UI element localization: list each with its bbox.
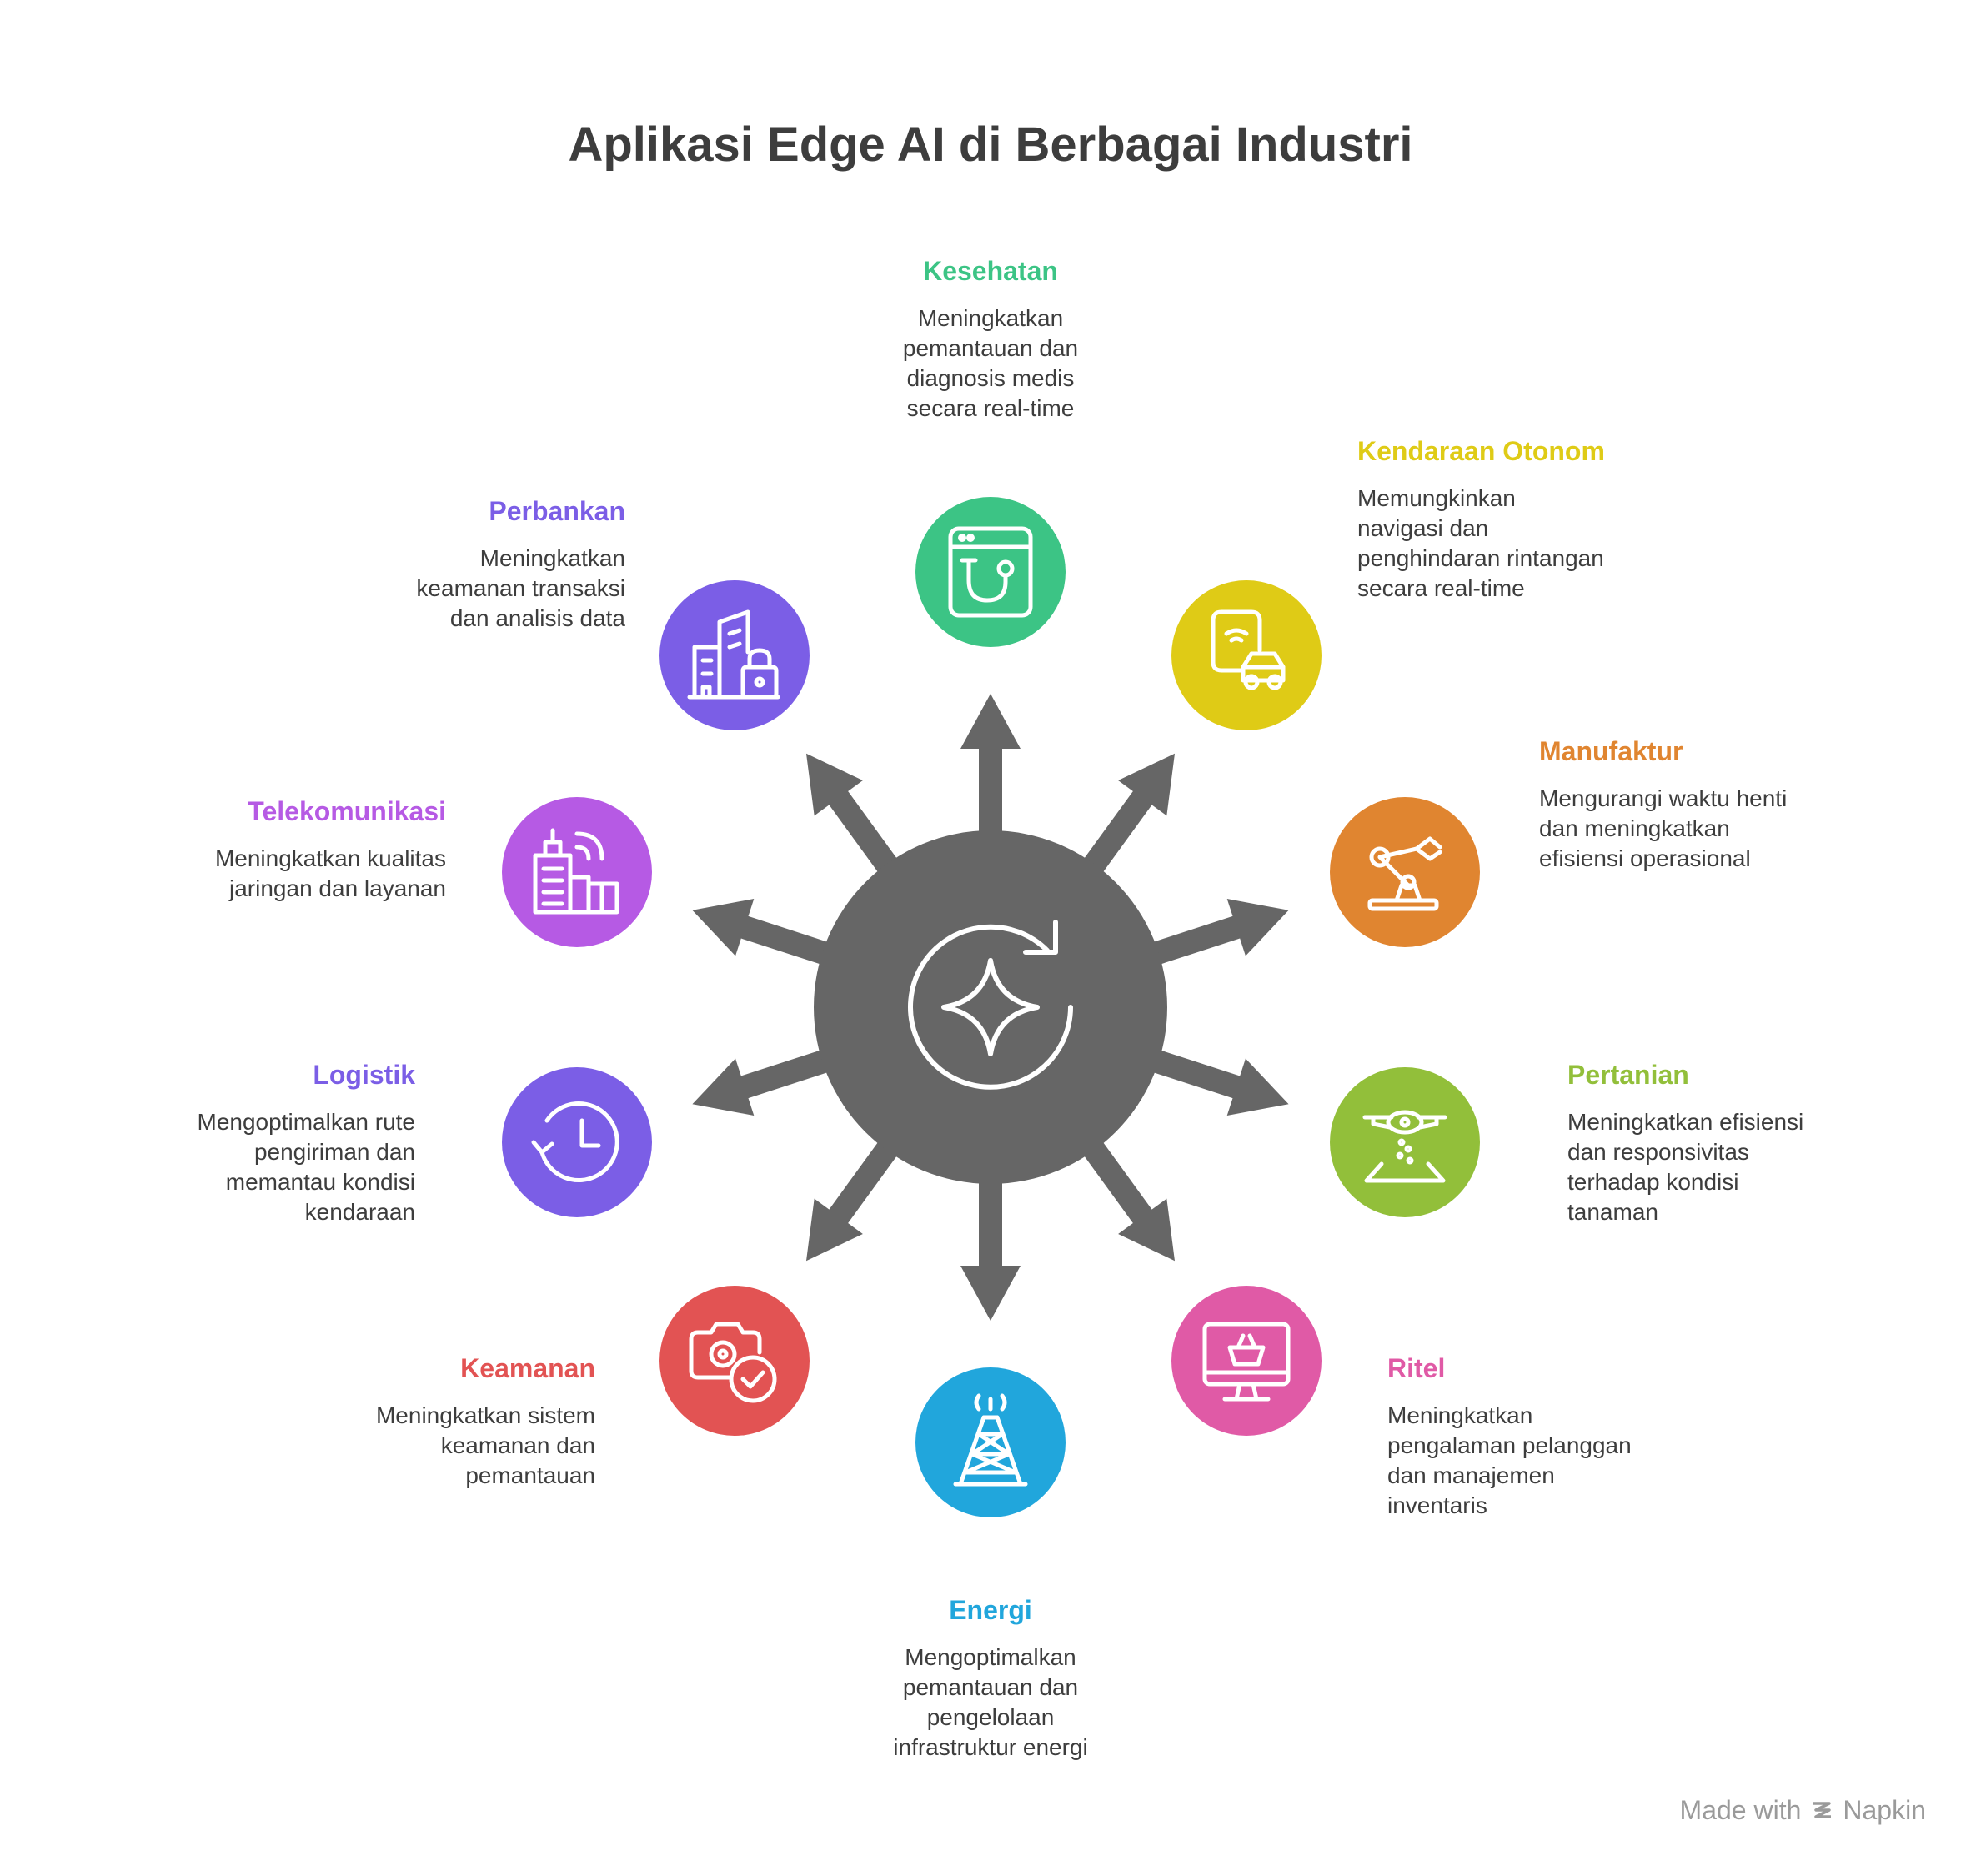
node-perbankan bbox=[659, 580, 810, 730]
page-title: Aplikasi Edge AI di Berbagai Industri bbox=[568, 118, 1413, 172]
industry-title-manufaktur: Manufaktur bbox=[1539, 736, 1683, 766]
label-perbankan: Perbankan Meningkatkan keamanan transaks… bbox=[350, 495, 625, 634]
industry-title-energi: Energi bbox=[949, 1595, 1032, 1625]
industry-desc-kesehatan: Meningkatkan pemantauan dan diagnosis me… bbox=[902, 305, 1079, 422]
stethoscope-icon bbox=[948, 526, 1033, 618]
industry-title-ritel: Ritel bbox=[1387, 1353, 1446, 1383]
phone-car-icon bbox=[1211, 609, 1286, 690]
antenna-building-icon bbox=[533, 828, 619, 915]
label-logistik: Logistik Mengoptimalkan rute pengiriman … bbox=[140, 1059, 415, 1227]
building-lock-icon bbox=[687, 609, 780, 700]
label-kesehatan: Kesehatan Meningkatkan pemantauan dan di… bbox=[853, 255, 1128, 424]
industry-desc-telekomunikasi: Meningkatkan kualitas jaringan dan layan… bbox=[214, 845, 446, 902]
industry-title-telekomunikasi: Telekomunikasi bbox=[248, 796, 446, 826]
industry-title-kendaraan-otonom: Kendaraan Otonom bbox=[1357, 436, 1605, 466]
node-kendaraan bbox=[1171, 580, 1322, 730]
arrow-0 bbox=[960, 694, 1021, 882]
central-hub bbox=[814, 830, 1167, 1184]
label-keamanan: Keamanan Meningkatkan sistem keamanan da… bbox=[320, 1352, 595, 1491]
industry-title-perbankan: Perbankan bbox=[489, 496, 625, 526]
node-logistik bbox=[502, 1067, 652, 1217]
industry-desc-manufaktur: Mengurangi waktu henti dan meningkatkan … bbox=[1539, 785, 1788, 872]
industry-desc-ritel: Meningkatkan pengalaman pelanggan dan ma… bbox=[1387, 1402, 1632, 1519]
footer-brand: Napkin bbox=[1843, 1795, 1926, 1825]
label-energi: Energi Mengoptimalkan pemantauan dan pen… bbox=[845, 1594, 1136, 1763]
industry-title-kesehatan: Kesehatan bbox=[923, 256, 1058, 286]
made-with-napkin[interactable]: Made with Napkin bbox=[1680, 1795, 1926, 1826]
footer-prefix: Made with bbox=[1679, 1795, 1802, 1825]
camera-check-icon bbox=[689, 1322, 777, 1403]
tower-icon bbox=[953, 1393, 1028, 1487]
node-manufaktur bbox=[1330, 797, 1480, 947]
robot-arm-icon bbox=[1367, 836, 1442, 911]
clock-history-icon bbox=[531, 1101, 619, 1182]
industry-desc-kendaraan-otonom: Memungkinkan navigasi dan penghindaran r… bbox=[1357, 485, 1604, 602]
industry-desc-keamanan: Meningkatkan sistem keamanan dan pemanta… bbox=[375, 1402, 595, 1489]
monitor-basket-icon bbox=[1202, 1322, 1291, 1402]
industry-desc-pertanian: Meningkatkan efisiensi dan responsivitas… bbox=[1567, 1109, 1804, 1226]
label-ritel: Ritel Meningkatkan pengalaman pelanggan … bbox=[1387, 1352, 1663, 1521]
label-telekomunikasi: Telekomunikasi Meningkatkan kualitas jar… bbox=[171, 795, 446, 904]
node-kesehatan bbox=[915, 497, 1066, 647]
label-manufaktur: Manufaktur Mengurangi waktu henti dan me… bbox=[1539, 735, 1814, 874]
industry-desc-perbankan: Meningkatkan keamanan transaksi dan anal… bbox=[416, 545, 625, 632]
arrow-5 bbox=[960, 1132, 1021, 1321]
sparkle-refresh-icon bbox=[908, 920, 1073, 1090]
drone-icon bbox=[1362, 1110, 1447, 1183]
napkin-logo-icon bbox=[1813, 1801, 1832, 1818]
industry-desc-logistik: Mengoptimalkan rute pengiriman dan meman… bbox=[197, 1109, 415, 1226]
node-ritel bbox=[1171, 1286, 1322, 1436]
label-pertanian: Pertanian Meningkatkan efisiensi dan res… bbox=[1567, 1059, 1843, 1227]
node-telekomunikasi bbox=[502, 797, 652, 947]
industry-title-logistik: Logistik bbox=[313, 1060, 415, 1090]
industry-title-pertanian: Pertanian bbox=[1567, 1060, 1689, 1090]
industry-nodes bbox=[502, 497, 1480, 1517]
industry-desc-energi: Mengoptimalkan pemantauan dan pengelolaa… bbox=[893, 1644, 1088, 1761]
industry-title-keamanan: Keamanan bbox=[460, 1353, 595, 1383]
label-kendaraan-otonom: Kendaraan Otonom Memungkinkan navigasi d… bbox=[1357, 435, 1632, 604]
